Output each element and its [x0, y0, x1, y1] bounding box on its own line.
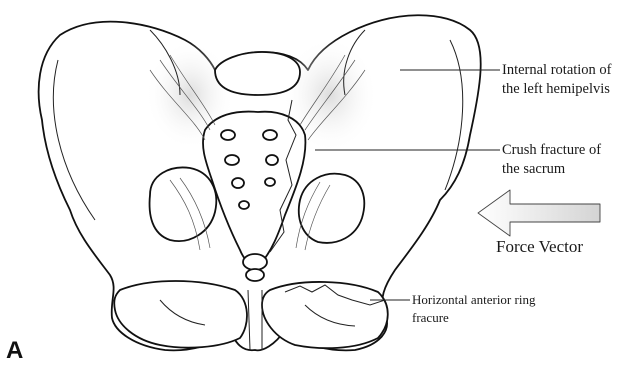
sacral-foramen: [265, 178, 275, 186]
sacral-foramen: [263, 130, 277, 140]
annotation-horizontal-ring: Horizontal anterior ring fracure: [412, 292, 539, 325]
coccyx-segment: [243, 254, 267, 270]
sacral-promontory: [215, 52, 300, 95]
annotation-line: the left hemipelvis: [502, 81, 610, 97]
annotation-crush-fracture: Crush fracture of the sacrum: [502, 142, 605, 177]
annotation-line: Crush fracture of: [502, 142, 601, 158]
sacral-foramen: [239, 201, 249, 209]
sacral-foramen: [266, 155, 278, 165]
coccyx-segment: [246, 269, 264, 281]
sacral-foramen: [221, 130, 235, 140]
annotation-line: the sacrum: [502, 161, 566, 177]
annotation-internal-rotation: Internal rotation of the left hemipelvis: [502, 62, 615, 97]
panel-letter: A: [6, 337, 23, 364]
sacral-foramen: [225, 155, 239, 165]
force-vector-label: Force Vector: [496, 237, 583, 256]
annotation-line: fracure: [412, 310, 449, 325]
annotation-line: Horizontal anterior ring: [412, 292, 536, 307]
left-pubis: [262, 282, 388, 348]
force-vector-arrow: [478, 190, 600, 236]
annotation-line: Internal rotation of: [502, 62, 612, 78]
sacral-foramen: [232, 178, 244, 188]
